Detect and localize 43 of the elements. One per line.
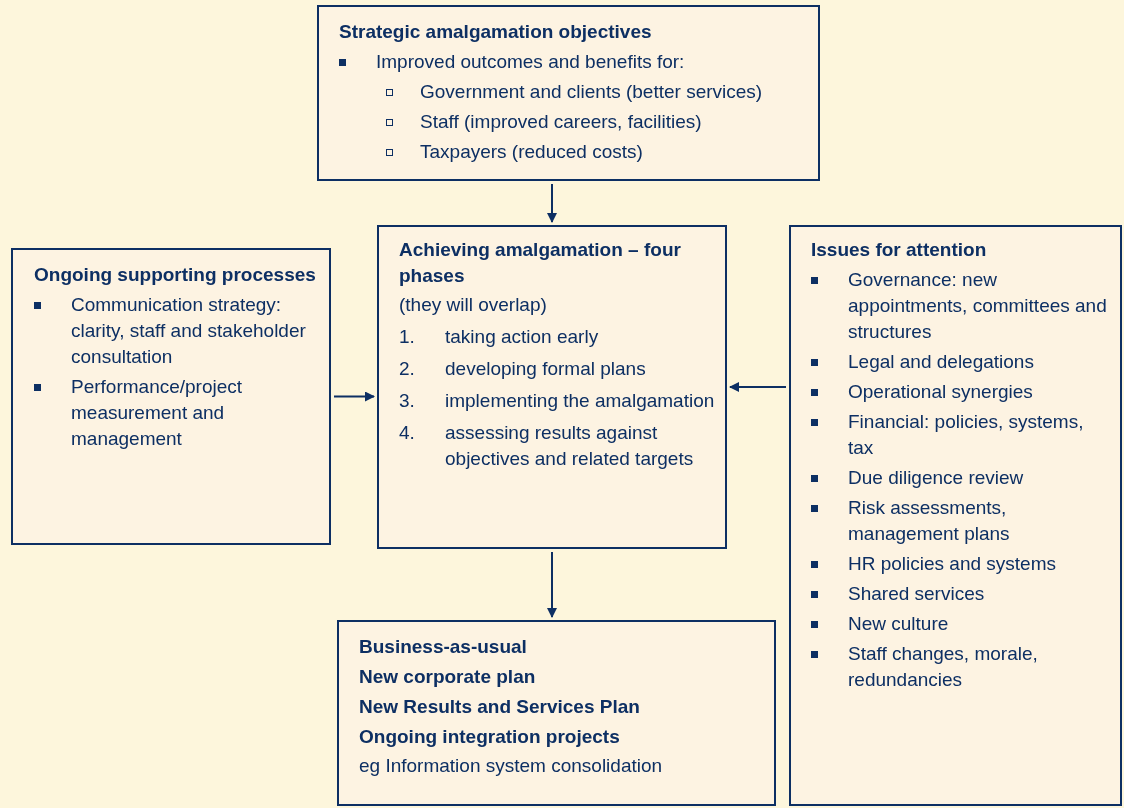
list-item-text: Legal and delegations (848, 350, 1034, 374)
arrow (547, 551, 557, 618)
list-item-text: implementing the amalgamation (445, 389, 715, 413)
list-number: 3. (399, 389, 416, 413)
list-item-text: developing formal plans (445, 357, 646, 381)
heading-text: Achieving amalgamation – four phases (399, 238, 682, 288)
heading-text: Issues for attention (811, 238, 987, 262)
list-item-text: Operational synergies (848, 380, 1033, 404)
body-text: (they will overlap) (399, 293, 547, 317)
heading-text: Strategic amalgamation objectives (339, 20, 652, 44)
heading-text: Ongoing supporting processes (34, 263, 316, 287)
list-item-text: Staff changes, morale, redundancies (848, 642, 1039, 692)
list-item-text: Governance: new appointments, committees and structures (848, 268, 1108, 344)
arrow (333, 391, 375, 402)
list-item-text: Improved outcomes and benefits for: (376, 50, 685, 74)
list-item-text: assessing results against objectives and related targets (445, 421, 695, 471)
list-number: 4. (399, 421, 416, 445)
heading-text: Ongoing integration projects (359, 725, 620, 749)
arrow (729, 382, 787, 392)
list-number: 1. (399, 325, 416, 349)
list-item-text: New culture (848, 612, 949, 636)
list-item-text: Communication strategy: clarity, staff and stakeholder consultation (71, 293, 307, 369)
list-item-text: taking action early (445, 325, 599, 349)
arrow (547, 183, 557, 223)
text-box (337, 620, 776, 806)
list-item-text: Risk assessments, management plans (848, 496, 1011, 546)
heading-text: New Results and Services Plan (359, 695, 640, 719)
text-box (11, 248, 331, 545)
text-box (377, 225, 727, 549)
heading-text: New corporate plan (359, 665, 536, 689)
text-box (317, 5, 820, 181)
list-item-text: Performance/project measurement and management (71, 375, 244, 451)
list-number: 2. (399, 357, 416, 381)
list-item-text: Taxpayers (reduced costs) (420, 140, 643, 164)
heading-text: Business-as-usual (359, 635, 527, 659)
list-item-text: Shared services (848, 582, 985, 606)
list-item-text: Financial: policies, systems, tax (848, 410, 1085, 460)
text-box (789, 225, 1122, 806)
list-item-text: HR policies and systems (848, 552, 1057, 576)
list-item-text: Staff (improved careers, facilities) (420, 110, 702, 134)
list-item-text: Government and clients (better services) (420, 80, 763, 104)
body-text: eg Information system consolidation (359, 754, 663, 778)
list-item-text: Due diligence review (848, 466, 1024, 490)
